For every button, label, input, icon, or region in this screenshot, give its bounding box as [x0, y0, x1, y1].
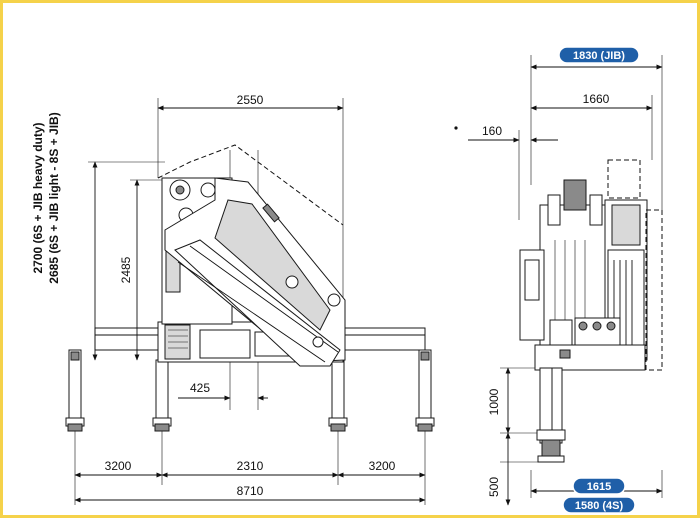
rear-jib-dim: 1830 (JIB) [573, 50, 625, 62]
side-height-main-dim: 2485 [119, 256, 133, 283]
side-width-dim: 2550 [237, 93, 264, 107]
side-right-leg-dim: 3200 [369, 459, 396, 473]
base-4s-dim-pill [562, 496, 636, 514]
rear-base-4s-dim: 1580 (4S) [575, 500, 624, 512]
side-view: 2550 2485 2700 (6S + JIB heavy duty) 268… [31, 93, 435, 505]
side-center-dim: 2310 [237, 459, 264, 473]
rear-width-dim: 1660 [583, 92, 610, 106]
rear-stroke-dim: 1000 [487, 388, 501, 415]
rear-ground-dim: 500 [487, 477, 501, 497]
side-height-label-1: 2700 (6S + JIB heavy duty) [31, 122, 45, 273]
side-height-label-2: 2685 (6S + JIB light - 8S + JIB) [47, 112, 61, 283]
jib-dim-pill [558, 46, 640, 64]
base-dim-pill [572, 477, 626, 495]
rear-view: 1830 (JIB) 1660 160 1000 500 1615 1580 (… [454, 46, 663, 514]
side-total-dim: 8710 [237, 484, 264, 498]
rear-base-dim: 1615 [587, 481, 611, 493]
side-left-leg-dim: 3200 [105, 459, 132, 473]
rear-offset-dim: 160 [482, 124, 502, 138]
side-offset-dim: 425 [190, 381, 210, 395]
